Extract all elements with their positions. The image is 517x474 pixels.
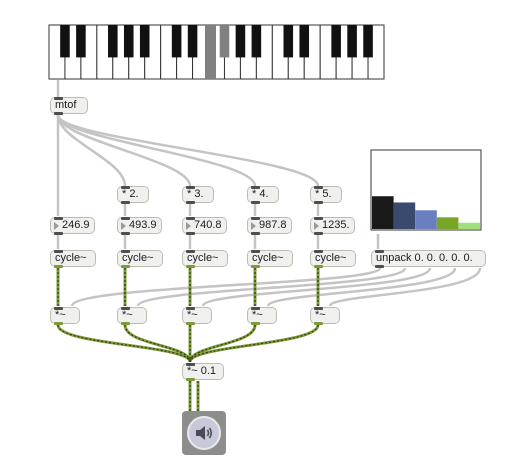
number-triangle-icon [186,221,191,230]
black-key[interactable] [123,25,134,58]
number-value: 246.9 [62,219,90,231]
cycle-object-2[interactable]: cycle~ [117,249,163,268]
black-key[interactable] [347,25,357,58]
black-key[interactable] [60,25,70,58]
number-value: 493.9 [129,219,157,231]
mult-object-5[interactable]: * 5. [310,185,342,204]
black-key[interactable] [187,25,198,58]
number-triangle-icon [121,221,126,230]
sigmult-object-4[interactable]: *~ [247,306,277,325]
cycle-object-3[interactable]: cycle~ [182,249,228,268]
patch-cords [56,80,482,308]
number-triangle-icon [54,221,59,230]
multislider-bar[interactable] [372,196,394,229]
number-triangle-icon [314,221,319,230]
mtof-object[interactable]: mtof [50,96,88,115]
highlighted-key[interactable] [205,25,216,79]
sigmult-object-3[interactable]: *~ [182,306,212,325]
sigmult-object-5[interactable]: *~ [310,306,340,325]
kslider-keyboard[interactable] [48,24,385,80]
multislider[interactable] [370,149,482,231]
black-key[interactable] [299,25,310,58]
sigmult-object-1[interactable]: *~ [50,306,80,325]
black-key[interactable] [331,25,341,58]
black-key[interactable] [235,25,246,58]
mult-object-3[interactable]: * 3. [182,185,214,204]
black-key-active[interactable] [219,25,230,58]
sigmult-object-2[interactable]: *~ [117,306,147,325]
multislider-bar[interactable] [458,222,480,229]
number-value: 1235. [322,219,350,231]
multislider-bar[interactable] [393,202,416,229]
black-key[interactable] [171,25,182,58]
speaker-icon [196,426,213,440]
multislider-bar[interactable] [436,217,459,229]
mult-object-4[interactable]: * 4. [247,185,279,204]
number-value: 987.8 [259,219,287,231]
signal-cords [56,268,320,411]
mult-object-2[interactable]: * 2. [117,185,149,204]
cycle-object-4[interactable]: cycle~ [247,249,293,268]
number-box-3[interactable]: 740.8 [182,216,227,235]
number-box-5[interactable]: 1235. [310,216,355,235]
ezdac-button[interactable] [182,411,226,455]
black-key[interactable] [76,25,86,58]
black-key[interactable] [363,25,373,58]
cycle-object-1[interactable]: cycle~ [50,249,96,268]
number-box-1[interactable]: 246.9 [50,216,95,235]
black-key[interactable] [283,25,294,58]
multislider-bar[interactable] [415,210,437,229]
unpack-object[interactable]: unpack 0. 0. 0. 0. 0. [371,249,486,268]
number-box-2[interactable]: 493.9 [117,216,162,235]
cycle-object-5[interactable]: cycle~ [310,249,356,268]
speaker-icon-circle [187,416,221,450]
black-key[interactable] [251,25,262,58]
black-key[interactable] [139,25,150,58]
number-value: 740.8 [194,219,222,231]
number-box-4[interactable]: 987.8 [247,216,292,235]
gain-object[interactable]: *~ 0.1 [182,362,224,381]
black-key[interactable] [108,25,118,58]
number-triangle-icon [251,221,256,230]
